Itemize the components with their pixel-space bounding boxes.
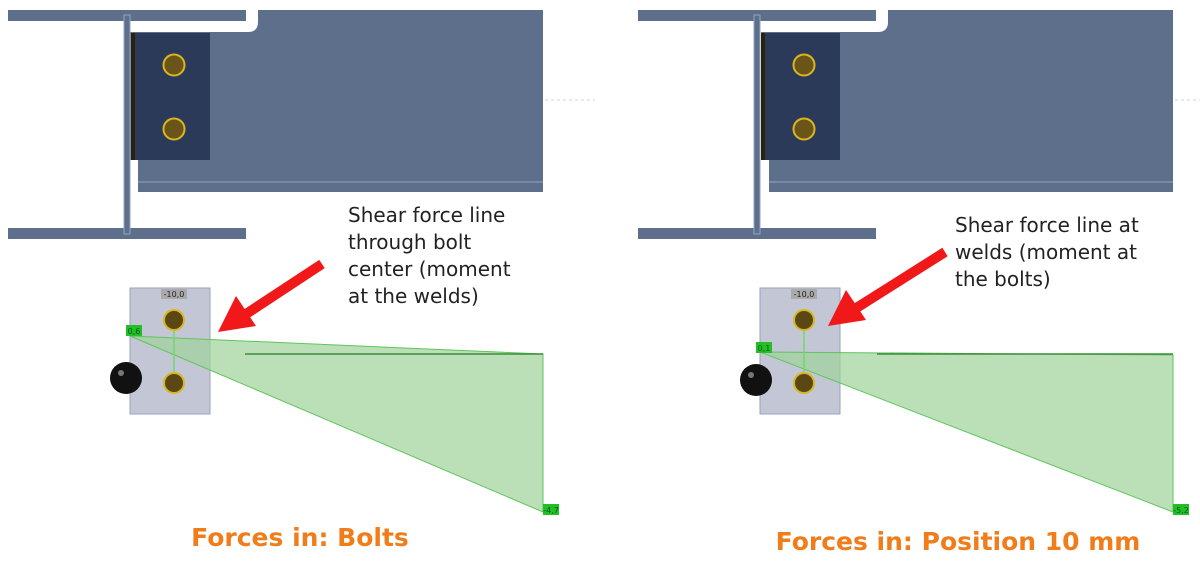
start-value-label: 0,1 — [758, 344, 771, 353]
shear-force-area — [129, 335, 544, 513]
force-diagram: -10,0 0,1 -5,2 — [740, 287, 1189, 515]
connection-model — [638, 10, 1200, 239]
annotation-line: welds (moment at — [955, 240, 1137, 264]
annotation-left: Shear force line through bolt center (mo… — [348, 202, 511, 310]
annotation-line: center (moment — [348, 257, 511, 281]
annotation-right: Shear force line at welds (moment at the… — [955, 212, 1139, 293]
bolt-icon — [792, 53, 816, 77]
column-web — [123, 14, 131, 235]
support-node-icon — [740, 364, 772, 396]
annotation-line: the bolts) — [955, 267, 1051, 291]
column-web — [753, 14, 761, 235]
beam-top-flange — [258, 10, 543, 20]
top-value-label: -10,0 — [794, 290, 815, 299]
caption-left: Forces in: Bolts — [191, 523, 409, 552]
connection-model — [8, 10, 595, 239]
end-value-label: -4,7 — [543, 506, 559, 515]
bolt-icon — [793, 372, 815, 394]
left-panel: -10,0 0,6 -4,7 — [8, 10, 595, 515]
shear-force-area — [759, 351, 1174, 513]
bolt-icon — [163, 309, 185, 331]
beam-top-flange — [888, 10, 1173, 20]
bolt-icon — [163, 372, 185, 394]
annotation-line: Shear force line — [348, 203, 506, 227]
support-node-icon — [110, 362, 142, 394]
bolt-icon — [793, 309, 815, 331]
red-arrow-icon — [828, 247, 948, 326]
weld — [131, 33, 135, 160]
fin-plate — [761, 33, 840, 160]
start-value-label: 0,6 — [128, 327, 141, 336]
annotation-line: through bolt — [348, 230, 472, 254]
right-panel: -10,0 0,1 -5,2 — [638, 10, 1200, 515]
fin-plate — [131, 33, 210, 160]
annotation-line: Shear force line at — [955, 213, 1139, 237]
annotation-line: at the welds) — [348, 284, 479, 308]
bolt-icon — [162, 117, 186, 141]
bolt-icon — [792, 117, 816, 141]
weld — [761, 33, 765, 160]
end-value-label: -5,2 — [1173, 506, 1189, 515]
bolt-icon — [162, 53, 186, 77]
red-arrow-icon — [218, 259, 325, 332]
caption-right: Forces in: Position 10 mm — [775, 527, 1141, 556]
force-diagram: -10,0 0,6 -4,7 — [110, 287, 559, 515]
top-value-label: -10,0 — [164, 290, 185, 299]
